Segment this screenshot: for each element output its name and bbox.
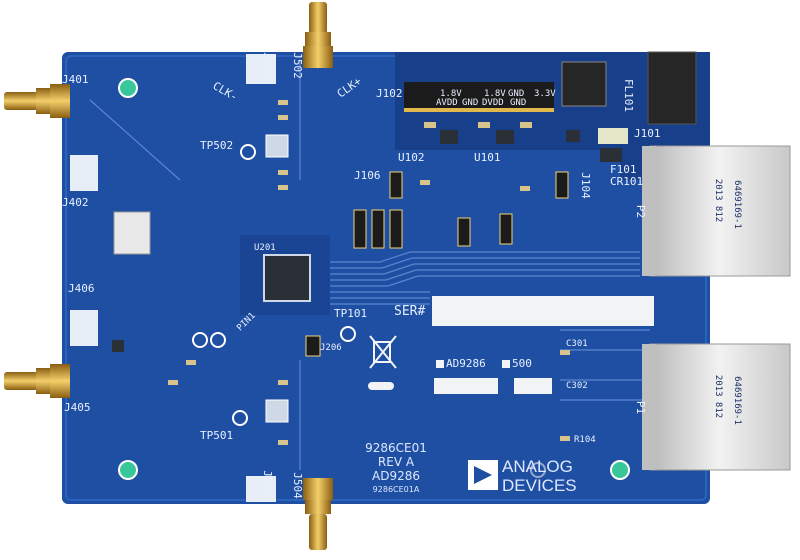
label-u201: U201 [254, 243, 276, 253]
pin-label-1: 1.8V [440, 89, 462, 99]
label-j101: J101 [634, 127, 661, 140]
label-u101: U101 [474, 151, 501, 164]
marking-500: 500 [512, 357, 532, 370]
label-j501: J501 [260, 52, 274, 79]
jumper-headers [305, 171, 569, 357]
pin-label-5: DVDD [482, 98, 504, 108]
label-tp101: TP101 [334, 307, 368, 320]
label-j106: J106 [354, 169, 381, 182]
board-part-code: 9286CE01A [372, 485, 420, 494]
label-p2: P2 [634, 204, 648, 219]
label-tp502: TP502 [200, 139, 234, 152]
p2-part-number: 6469169-1 [731, 180, 742, 229]
label-j502: J502 [290, 52, 304, 79]
sma-connector-j502 [303, 2, 333, 68]
pin-label-3: GND [462, 98, 479, 108]
adc-chip-u201 [263, 254, 311, 302]
label-tp501: TP501 [200, 429, 234, 442]
label-r104: R104 [574, 435, 596, 445]
label-j104: J104 [578, 172, 592, 199]
logo-line-1: ANALOG [502, 457, 573, 476]
label-j401: J401 [62, 73, 89, 86]
baluns [113, 134, 289, 423]
analog-devices-logo [468, 460, 498, 490]
edge-connector-p2 [642, 145, 791, 277]
serial-label-area [432, 296, 654, 326]
mounting-holes [118, 78, 630, 480]
p2-date-code: 2013 812 [713, 178, 724, 223]
p1-date-code: 2013 812 [713, 374, 724, 419]
serial-label: SER# [394, 304, 426, 319]
logo-line-2: DEVICES [502, 476, 577, 495]
filter-fl101 [561, 61, 607, 107]
test-points [192, 144, 356, 426]
board-rev: REV A [377, 455, 415, 469]
smd-components [112, 100, 622, 445]
pin-label-2: AVDD [436, 98, 458, 108]
label-j406: J406 [68, 282, 95, 295]
sma-connector-j405 [4, 364, 70, 398]
label-fl101: FL101 [622, 78, 636, 113]
p1-part-number: 6469169-1 [731, 376, 742, 425]
sma-connector-j504 [303, 478, 333, 550]
label-j206: J206 [320, 343, 342, 353]
pin-label-6: GND [508, 89, 525, 99]
fuse-f101 [598, 128, 628, 144]
pin-label-7: GND [510, 98, 527, 108]
marking-box-1 [434, 378, 498, 394]
label-c301: C301 [566, 339, 588, 349]
weee-symbol [369, 335, 397, 369]
label-j504: J504 [290, 472, 304, 499]
edge-connector-p1 [642, 343, 791, 471]
pin-label-4: 1.8V [484, 89, 506, 99]
sma-footprints [70, 54, 276, 502]
label-f101: F101 [610, 163, 637, 176]
traces [89, 60, 650, 470]
label-p1: P1 [634, 400, 648, 415]
label-u102: U102 [398, 151, 425, 164]
marking-box-2 [514, 378, 552, 394]
sma-connector-j401 [4, 84, 70, 118]
label-j402: J402 [62, 196, 89, 209]
label-c302: C302 [566, 381, 588, 391]
power-header-j102 [404, 82, 554, 112]
dc-jack-j101 [647, 51, 697, 125]
label-cr101: CR101 [610, 175, 644, 188]
pin-label-8: 3.3V [534, 89, 556, 99]
label-j102: J102 [376, 87, 403, 100]
label-j503: J503 [260, 470, 274, 497]
board-id: 9286CE01 [365, 441, 427, 455]
marking-ad9286: AD9286 [446, 357, 486, 370]
label-j405: J405 [64, 401, 91, 414]
board-part: AD9286 [372, 469, 420, 483]
